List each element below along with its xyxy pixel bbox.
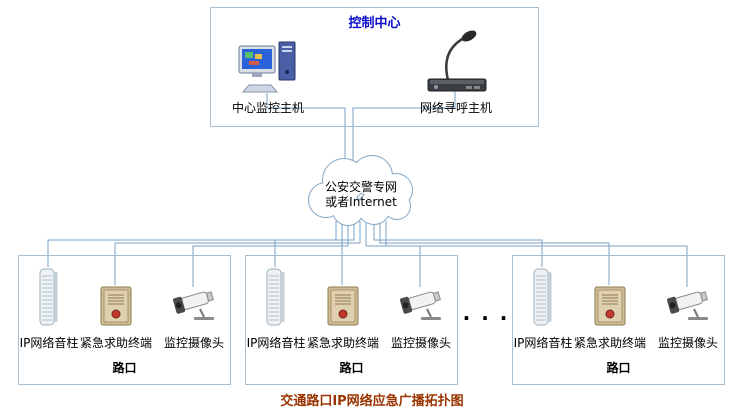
intersection-label: 路口 xyxy=(339,361,364,375)
cloud-icon xyxy=(308,155,413,226)
paging-host-label: 网络寻呼主机 xyxy=(419,101,492,115)
diagram-caption: 交通路口IP网络应急广播拓扑图 xyxy=(280,394,464,409)
emergency-terminal-label: 紧急求助终端 xyxy=(573,336,647,350)
cloud-label-line1: 公安交警专网 xyxy=(324,180,397,194)
speaker-column-label: IP网络音柱 xyxy=(19,336,79,350)
intersection-box-1: IP网络音柱 紧急求助终端 监控摄像头 路口 xyxy=(18,255,231,385)
emergency-terminal-label: 紧急求助终端 xyxy=(306,336,380,350)
control-center-box: 控制中心 中心监控主机 xyxy=(210,7,539,127)
network-cloud: 公安交警专网 或者Internet xyxy=(300,146,422,232)
paging-microphone-host-icon xyxy=(427,30,487,92)
connector-cloud-terminal-3 xyxy=(379,221,610,285)
cctv-camera-icon xyxy=(667,291,708,320)
cloud-label-line2: 或者Internet xyxy=(325,195,397,209)
cctv-camera-icon xyxy=(173,291,214,320)
speaker-column-label: IP网络音柱 xyxy=(513,336,573,350)
connector-cloud-speaker-3 xyxy=(373,221,543,267)
emergency-call-terminal-icon xyxy=(594,286,626,326)
camera-label: 监控摄像头 xyxy=(390,336,452,350)
monitoring-host-device: 中心监控主机 xyxy=(223,40,313,116)
connector-cloud-terminal-2 xyxy=(341,221,361,285)
connector-computer-cloud xyxy=(266,93,346,161)
monitoring-host-label: 中心监控主机 xyxy=(231,101,304,115)
intersection-box-3: IP网络音柱 紧急求助终端 监控摄像头 路口 xyxy=(512,255,725,385)
emergency-call-terminal-icon xyxy=(327,286,359,326)
speaker-column-icon xyxy=(533,268,552,326)
intersection-box-2: IP网络音柱 紧急求助终端 监控摄像头 路口 xyxy=(245,255,458,385)
speaker-column-label: IP网络音柱 xyxy=(246,336,306,350)
camera-label: 监控摄像头 xyxy=(163,336,225,350)
connector-cloud-camera-1 xyxy=(192,221,349,287)
connector-cloud-speaker-1 xyxy=(47,221,337,267)
paging-host-device: 网络寻呼主机 xyxy=(406,26,506,116)
connector-cloud-terminal-1 xyxy=(114,221,343,285)
connector-cloud-camera-3 xyxy=(385,221,688,287)
speaker-column-icon xyxy=(266,268,285,326)
intersection-label: 路口 xyxy=(606,361,631,375)
cloud-label: 公安交警专网 或者Internet xyxy=(300,180,422,210)
emergency-call-terminal-icon xyxy=(100,286,132,326)
desktop-computer-icon xyxy=(238,41,296,93)
speaker-column-icon xyxy=(39,268,58,326)
connector-paging-cloud xyxy=(352,90,456,161)
emergency-terminal-label: 紧急求助终端 xyxy=(79,336,153,350)
intersection-label: 路口 xyxy=(112,361,137,375)
connector-cloud-speaker-2 xyxy=(274,221,355,267)
control-center-title: 控制中心 xyxy=(348,16,401,31)
cctv-camera-icon xyxy=(400,291,441,320)
camera-label: 监控摄像头 xyxy=(657,336,719,350)
more-intersections-ellipsis: · · · xyxy=(462,306,510,330)
